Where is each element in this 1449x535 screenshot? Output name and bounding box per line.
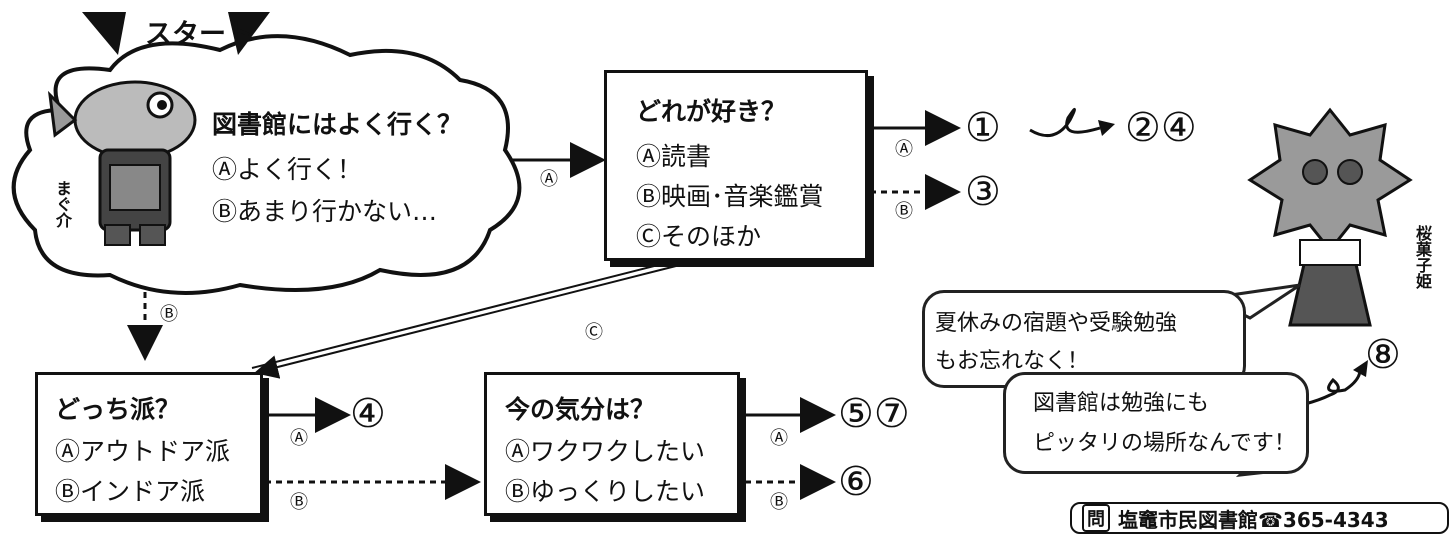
footer-contact: 問 塩竈市民図書館☎365-4343 [1070,502,1449,534]
q4-title: 今の気分は？ [505,395,656,424]
footer-text: 塩竈市民図書館☎365-4343 [1118,507,1389,532]
loop-arrow-r8-head [1353,360,1368,377]
q1-option-a: Ⓐよく行く！ [212,155,363,184]
q3-option-b: Ⓑインドア派 [55,477,206,506]
q2-option-a: Ⓐ読書 [636,142,712,171]
result-8: ⑧ [1365,332,1401,378]
result-1: ① [965,105,1001,151]
loop-arrow-r1 [1029,108,1101,138]
q1-title: 図書館にはよく行く？ [212,110,463,139]
edge-label-q2-c: Ⓒ [585,322,603,343]
q2-option-b: Ⓑ映画･音楽鑑賞 [636,182,824,211]
q3-title: どっち派？ [55,395,181,424]
q2-box [604,70,868,261]
start-ray-left [82,12,126,55]
result-6: ⑥ [838,459,874,505]
loop-arrow-r8 [1304,369,1362,406]
speech-line-1: 夏休みの宿題や受験勉強 [935,311,1178,336]
edge-label-q2-b: Ⓑ [895,201,913,222]
edge-label-q3-a: Ⓐ [290,428,308,449]
fish-mascot-name: まぐ介 [53,180,72,228]
edge-label-q1-a: Ⓐ [540,169,558,190]
q2-title: どれが好き？ [636,97,787,126]
edge-label-q2-a: Ⓐ [895,139,913,160]
speech-bubble-bottom [1003,372,1309,474]
speech-line-4: ピッタリの場所なんです！ [1033,431,1296,456]
q4-box [484,372,740,516]
q4-option-b: Ⓑゆっくりしたい [505,477,706,506]
result-2-4: ②④ [1125,105,1197,151]
fish-mascot [47,80,197,246]
arrow-q2-to-q3-inner [254,265,677,379]
result-3: ③ [965,169,1001,215]
edge-label-q1-b: Ⓑ [160,304,178,325]
speech-line-2: もお忘れなく！ [935,349,1090,374]
q3-box [35,372,263,516]
result-5-7: ⑤⑦ [838,391,910,437]
edge-label-q3-b: Ⓑ [290,492,308,513]
start-ray-right [228,12,270,55]
start-label: スタート [145,19,253,50]
q3-option-a: Ⓐアウトドア派 [55,437,231,466]
q4-option-a: Ⓐワクワクしたい [505,437,706,466]
inquiry-mark: 問 [1082,504,1110,532]
flower-mascot-name: 桜菓子姫 [1413,225,1432,289]
q2-option-c: Ⓒそのほか [636,222,762,251]
edge-label-q4-b: Ⓑ [770,492,788,513]
flower-mascot [1247,107,1413,327]
q1-option-b: Ⓑあまり行かない… [212,197,438,226]
arrow-q2-to-q3-outer [251,261,671,369]
loop-arrow-r1-head [1098,120,1115,136]
edge-label-q4-a: Ⓐ [770,428,788,449]
result-4: ④ [350,391,386,437]
speech-line-3: 図書館は勉強にも [1033,391,1210,416]
